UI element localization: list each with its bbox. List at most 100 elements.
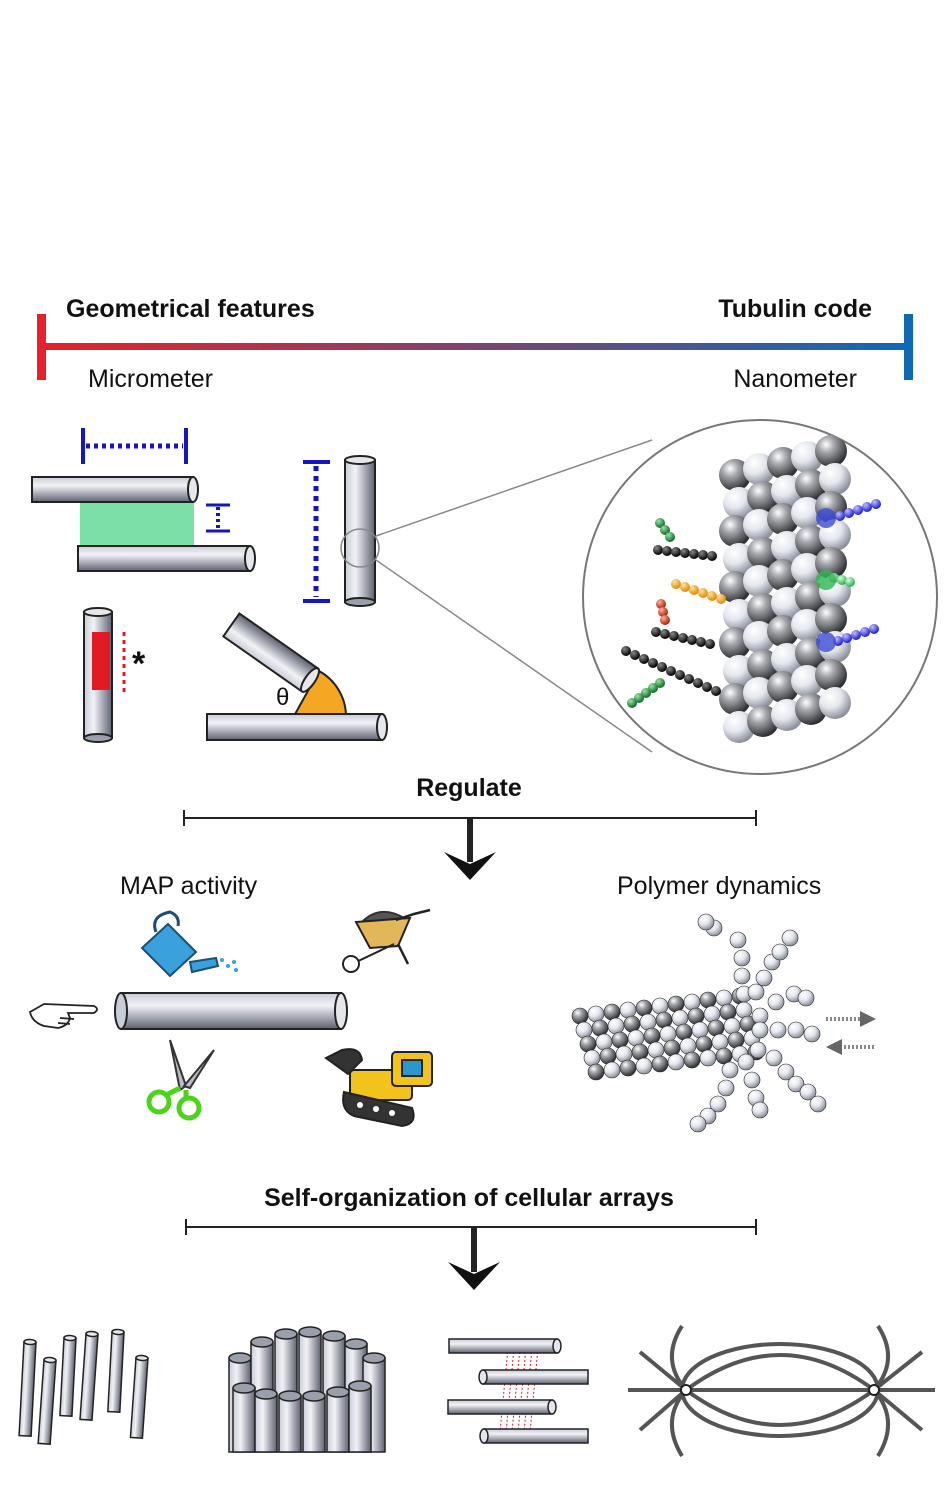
tubulin-dimer: [679, 1037, 697, 1055]
tubulin-dimer: [737, 1053, 755, 1071]
tubulin-tail-bead: [648, 683, 658, 693]
overlap-region: [80, 501, 194, 546]
tubulin-subunit: [795, 693, 827, 725]
spindle-pole-right: [868, 1384, 880, 1396]
tubulin-dimer: [707, 1019, 725, 1037]
marked-region: [92, 632, 110, 690]
tubulin-tail-bead: [639, 654, 649, 664]
tubulin-dimer: [599, 1047, 617, 1065]
tubulin-tail-bead: [837, 575, 847, 585]
tubulin-subunit: [791, 553, 823, 585]
tubulin-dimer: [571, 1007, 589, 1025]
tubulin-tail-bead: [842, 633, 852, 643]
microtubule: [302, 1390, 326, 1453]
tubulin-subunit: [771, 643, 803, 675]
tubulin-dimer: [751, 1021, 769, 1039]
spacing-marker: [206, 503, 230, 533]
tubulin-tail-bead: [698, 588, 708, 598]
tubulin-tail-bead: [689, 585, 699, 595]
tubulin-dimer: [689, 1115, 707, 1133]
tubulin-tail-bead: [871, 499, 881, 509]
tubulin-dimer: [651, 1055, 669, 1073]
tubulin-dimer: [781, 929, 799, 947]
scissors-icon: [146, 1039, 215, 1121]
tubulin-subunit: [795, 581, 827, 613]
tubulin-dimer: [787, 1021, 805, 1039]
tubulin-tail-bead: [648, 658, 658, 668]
tubulin-subunit: [743, 453, 775, 485]
tubulin-dimer: [663, 1039, 681, 1057]
self-organization-arrow: [448, 1262, 500, 1290]
tubulin-dimer: [747, 983, 765, 1001]
tubulin-dimer: [715, 989, 733, 1007]
modification-patch: [816, 570, 836, 590]
tubulin-tail-bead: [845, 577, 855, 587]
microtubule: [18, 1338, 37, 1437]
tubulin-subunit: [747, 537, 779, 569]
tubulin-dimer: [619, 1059, 637, 1077]
tubulin-tail-bead: [869, 624, 879, 634]
tubulin-subunit: [719, 515, 751, 547]
tubulin-tail-bead: [860, 627, 870, 637]
tubulin-dimer: [659, 1025, 677, 1043]
tubulin-tail-bead: [707, 591, 717, 601]
tubulin-subunit: [767, 447, 799, 479]
tubulin-dimer: [631, 1043, 649, 1061]
tubulin-subunit: [747, 649, 779, 681]
tubulin-dimer: [615, 1045, 633, 1063]
growth-arrows: [826, 1011, 876, 1055]
tubulin-tail-bead: [660, 615, 670, 625]
tubulin-dimer: [587, 1005, 605, 1023]
tubulin-subunit: [771, 587, 803, 619]
tubulin-tail-bead: [680, 548, 690, 558]
tubulin-tail-bead: [711, 686, 721, 696]
tubulin-dimer: [683, 1051, 701, 1069]
microtubule: [348, 1380, 372, 1453]
length-marker: [303, 460, 330, 603]
array-cilium-bundle: [228, 1326, 386, 1453]
tubulin-subunit: [771, 699, 803, 731]
tubulin-tail-bead: [844, 508, 854, 518]
modification-patch: [816, 508, 836, 528]
tubulin-dimer: [799, 1083, 817, 1101]
microtubule: [326, 1386, 350, 1453]
tubulin-dimer: [717, 1079, 735, 1097]
tubulin-dimer: [623, 1015, 641, 1033]
tubulin-tail-bead: [627, 698, 637, 708]
tubulin-tail-bead: [669, 631, 679, 641]
tubulin-tail-bead: [853, 505, 863, 515]
tubulin-subunit: [771, 475, 803, 507]
scale-gradient-line: [40, 343, 910, 350]
polymer-dynamics-panel: [571, 913, 827, 1133]
tubulin-tail-bead: [653, 545, 663, 555]
tubulin-dimer: [697, 913, 715, 931]
tubulin-subunit: [743, 621, 775, 653]
tubulin-tail-bead: [696, 637, 706, 647]
microtubule-map: [114, 992, 348, 1030]
tubulin-subunit: [743, 509, 775, 541]
tubulin-dimer: [809, 1095, 827, 1113]
tubulin-dimer: [639, 1013, 657, 1031]
microtubule: [59, 1334, 77, 1417]
tubulin-subunit: [767, 559, 799, 591]
tubulin-tail-bead: [658, 607, 668, 617]
tubulin-dimer: [721, 1061, 739, 1079]
tubulin-dimer: [583, 1049, 601, 1067]
tubulin-dimer: [683, 993, 701, 1011]
tubulin-dimer: [797, 989, 815, 1007]
tubulin-dimer: [735, 1001, 753, 1019]
tubulin-tail-bead: [716, 594, 726, 604]
tubulin-dimer: [767, 993, 785, 1011]
tubulin-dimer: [703, 1005, 721, 1023]
tubulin-subunit: [719, 571, 751, 603]
tubulin-tail-bead: [687, 635, 697, 645]
tubulin-subunit: [815, 435, 847, 467]
tubulin-dimer: [667, 995, 685, 1013]
tubulin-tail-bead: [862, 502, 872, 512]
tubulin-dimer: [687, 1007, 705, 1025]
tubulin-dimer: [709, 1095, 727, 1113]
microtubule: [37, 1356, 57, 1446]
tubulin-subunit: [747, 705, 779, 737]
tubulin-tail-bead: [621, 646, 631, 656]
